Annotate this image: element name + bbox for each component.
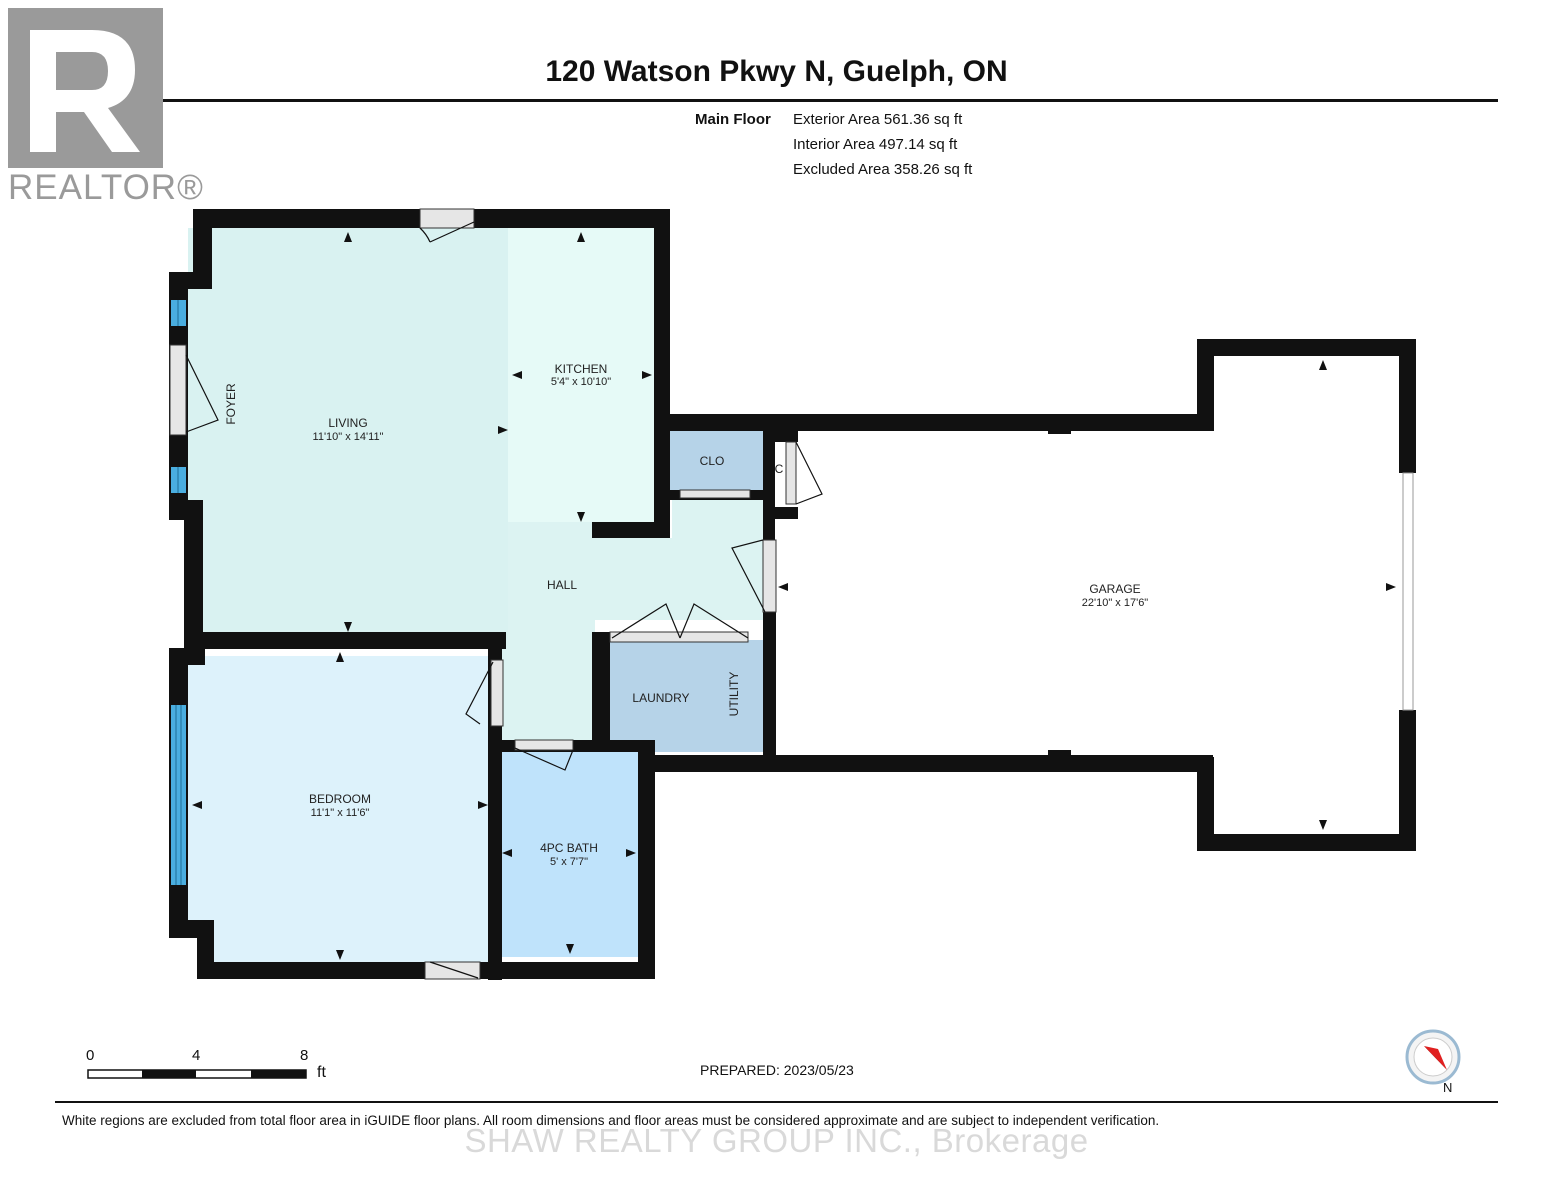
kitchen-area xyxy=(508,228,656,522)
garage-label: GARAGE xyxy=(1089,582,1140,596)
closet-label: CLO xyxy=(700,454,725,468)
scale-label-4: 4 xyxy=(192,1047,201,1064)
floor-label: Main Floor xyxy=(695,111,771,128)
realtor-r-icon xyxy=(8,8,163,168)
bedroom-dims: 11'1" x 11'6" xyxy=(311,807,370,819)
scale-label-0: 0 xyxy=(86,1047,95,1064)
laundry-area xyxy=(602,640,764,752)
foyer-label: FOYER xyxy=(224,383,238,425)
interior-area: Interior Area 497.14 sq ft xyxy=(793,136,958,153)
excluded-area: Excluded Area 358.26 sq ft xyxy=(793,161,973,178)
bedroom-area xyxy=(188,656,491,963)
garage-door xyxy=(1402,472,1414,711)
utility-label: UTILITY xyxy=(727,672,741,717)
north-label: N xyxy=(1443,1080,1453,1095)
garage-dims: 22'10" x 17'6" xyxy=(1082,597,1149,609)
realtor-wordmark: REALTOR® xyxy=(8,168,204,207)
disclaimer: White regions are excluded from total fl… xyxy=(62,1113,1160,1128)
small-closet-label: C xyxy=(775,462,784,476)
hall-area xyxy=(502,498,766,740)
dimension-arrows xyxy=(192,232,1396,960)
scale-unit: ft xyxy=(317,1064,326,1081)
bath-area xyxy=(500,750,638,957)
living-label: LIVING xyxy=(328,416,367,430)
kitchen-dims: 5'4" x 10'10" xyxy=(551,376,611,388)
living-room-area xyxy=(188,228,508,640)
living-dims: 11'10" x 14'11" xyxy=(313,431,384,443)
bath-dims: 5' x 7'7" xyxy=(550,856,588,868)
plan-title: 120 Watson Pkwy N, Guelph, ON xyxy=(545,55,1008,88)
footer-divider xyxy=(55,1101,1498,1103)
scale-bar xyxy=(87,1069,307,1079)
title-divider xyxy=(55,99,1498,102)
closet-area xyxy=(664,430,764,492)
scale-label-8: 8 xyxy=(300,1047,309,1064)
bath-label: 4PC BATH xyxy=(540,841,598,855)
compass-icon xyxy=(1405,1029,1461,1085)
door-swings xyxy=(185,221,823,979)
prepared-date: PREPARED: 2023/05/23 xyxy=(700,1062,854,1078)
realtor-logo xyxy=(0,0,200,220)
kitchen-label: KITCHEN xyxy=(555,362,608,376)
watermark: SHAW REALTY GROUP INC., Brokerage xyxy=(464,1122,1089,1159)
exterior-area: Exterior Area 561.36 sq ft xyxy=(793,111,963,128)
window-mullions xyxy=(175,300,182,885)
bedroom-label: BEDROOM xyxy=(309,792,371,806)
laundry-label: LAUNDRY xyxy=(632,691,689,705)
hall-label: HALL xyxy=(547,578,577,592)
